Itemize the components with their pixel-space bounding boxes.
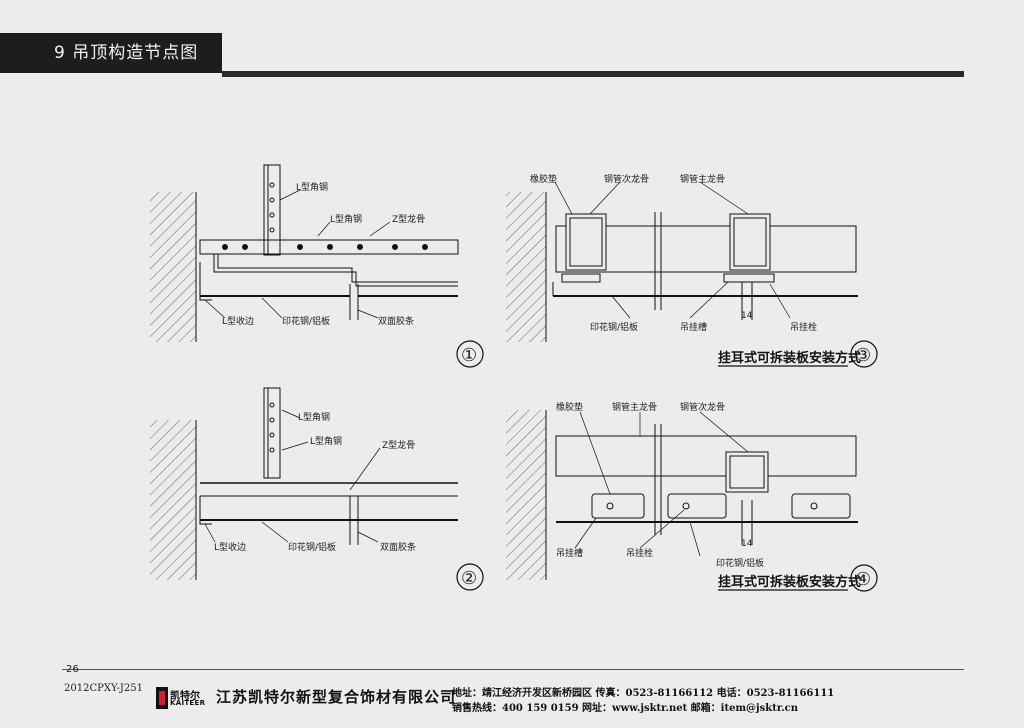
- d1-label-panel: 印花钢/铝板: [282, 315, 330, 327]
- d4-dim-14: 14: [741, 539, 753, 549]
- detail-1: [150, 164, 484, 368]
- d1-number: ①: [461, 345, 477, 366]
- company-name: 江苏凯特尔新型复合饰材有限公司: [216, 688, 457, 706]
- detail-4: [506, 410, 878, 592]
- logo-cn-text: 凯特尔: [170, 691, 200, 702]
- d3-label-main-keel: 钢管主龙骨: [680, 173, 725, 185]
- d4-label-panel: 印花钢/铝板: [716, 557, 764, 569]
- d2-label-z-keel: Z型龙骨: [382, 439, 415, 451]
- d2-label-angle-steel-mid: L型角钢: [310, 435, 342, 447]
- d3-label-hang-slot: 吊挂槽: [680, 321, 707, 333]
- d3-label-panel: 印花钢/铝板: [590, 321, 638, 333]
- d4-label-hang-bolt: 吊挂栓: [626, 547, 653, 559]
- logo-en-text: KAITEER: [170, 699, 206, 707]
- d3-label-hang-bolt: 吊挂栓: [790, 321, 817, 333]
- d4-label-secondary-keel: 钢管次龙骨: [680, 401, 725, 413]
- d3-label-rubber-pad: 橡胶垫: [530, 173, 557, 185]
- d1-label-l-edge: L型收边: [222, 315, 254, 327]
- d1-label-tape: 双面胶条: [378, 315, 414, 327]
- d3-number: ③: [855, 345, 871, 366]
- page-number: 26: [66, 664, 79, 675]
- d2-label-angle-steel-top: L型角钢: [298, 411, 330, 423]
- doc-code: 2012CPXY-J251: [64, 683, 143, 694]
- d4-caption: 挂耳式可拆装板安装方式: [718, 574, 861, 590]
- d4-label-main-keel: 钢管主龙骨: [612, 401, 657, 413]
- contact-line-1: 地址：靖江经济开发区新桥园区 传真：0523-81166112 电话：0523-…: [452, 688, 835, 699]
- d3-dim-14: 14: [741, 311, 753, 321]
- d3-caption: 挂耳式可拆装板安装方式: [718, 350, 861, 366]
- d2-label-l-edge: L型收边: [214, 541, 246, 553]
- d1-label-angle-steel-top: L型角钢: [296, 181, 328, 193]
- d2-number: ②: [461, 568, 477, 589]
- footer-rule: [62, 669, 964, 670]
- d1-label-z-keel: Z型龙骨: [392, 213, 425, 225]
- d4-number: ④: [855, 569, 871, 590]
- d4-label-rubber-pad: 橡胶垫: [556, 401, 583, 413]
- d2-label-panel: 印花钢/铝板: [288, 541, 336, 553]
- d4-label-hang-slot: 吊挂槽: [556, 547, 583, 559]
- d1-label-angle-steel-mid: L型角钢: [330, 213, 362, 225]
- detail-2: [150, 387, 484, 591]
- header-rule: [222, 71, 964, 77]
- detail-3: [506, 181, 878, 368]
- contact-line-2: 销售热线：400 159 0159 网址：www.jsktr.net 邮箱：it…: [452, 703, 799, 714]
- company-logo: 凯特尔 KAITEER: [156, 687, 210, 709]
- d3-label-secondary-keel: 钢管次龙骨: [604, 173, 649, 185]
- logo-mark-icon: [156, 687, 168, 709]
- page-title: 9 吊顶构造节点图: [0, 33, 222, 73]
- d2-label-tape: 双面胶条: [380, 541, 416, 553]
